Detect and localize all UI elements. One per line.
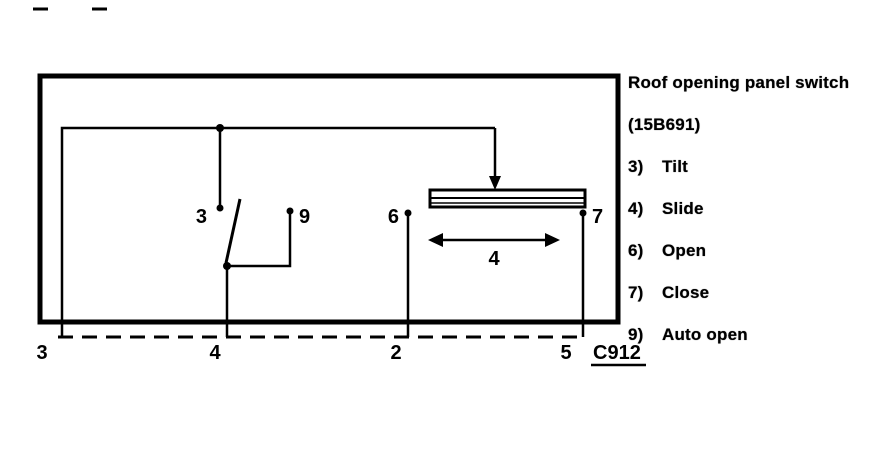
legend-item-label: Tilt <box>662 157 688 176</box>
terminal-label-auto-open: 9 <box>299 206 310 228</box>
legend-item-number: 6) <box>628 241 644 260</box>
pin-label-5: 5 <box>560 342 571 364</box>
legend-item-label: Open <box>662 241 707 260</box>
legend-item-slide: 4) Slide <box>628 188 868 230</box>
tilt-switch-blade <box>224 198 242 264</box>
legend-part-number: (15B691) <box>628 115 701 134</box>
terminal-label-tilt: 3 <box>196 206 207 228</box>
slider-track <box>428 188 587 209</box>
slide-range-arrow <box>428 233 560 247</box>
legend-title: Roof opening panel switch <box>628 73 850 92</box>
legend-item-number: 4) <box>628 199 644 218</box>
down-arrowhead <box>489 176 501 190</box>
pin-label-3: 3 <box>36 342 47 364</box>
pin-label-2: 2 <box>390 342 401 364</box>
legend-item-auto-open: 9) Auto open <box>628 314 868 356</box>
legend-item-tilt: 3) Tilt <box>628 146 868 188</box>
terminal-label-close: 7 <box>592 206 603 228</box>
pin-label-4: 4 <box>209 342 221 364</box>
legend-item-label: Close <box>662 283 710 302</box>
terminal-6-dot <box>404 209 412 217</box>
terminal-label-open: 6 <box>388 206 399 228</box>
legend-item-close: 7) Close <box>628 272 868 314</box>
slide-arrow-label: 4 <box>488 248 500 270</box>
legend-item-number: 7) <box>628 283 644 302</box>
wiring <box>60 126 585 337</box>
connector-label-text: C912 <box>593 342 641 364</box>
legend: Roof opening panel switch (15B691) 3) Ti… <box>628 62 868 356</box>
legend-item-open: 6) Open <box>628 230 868 272</box>
legend-item-number: 3) <box>628 157 644 176</box>
legend-item-number: 9) <box>628 325 644 344</box>
connector-label: C912 <box>591 342 646 367</box>
junction-dots <box>216 124 587 270</box>
legend-item-label: Slide <box>662 199 704 218</box>
top-bus-wire <box>60 126 495 337</box>
legend-item-label: Auto open <box>662 325 748 344</box>
bus-junction-dot <box>216 124 224 132</box>
terminal-7-dot <box>579 209 587 217</box>
switch-pivot-dot <box>223 262 231 270</box>
terminal-9-dot <box>286 207 294 215</box>
auto-open-wire <box>227 213 292 268</box>
terminal-3-dot <box>216 204 224 212</box>
switch-body-outline <box>37 73 621 325</box>
